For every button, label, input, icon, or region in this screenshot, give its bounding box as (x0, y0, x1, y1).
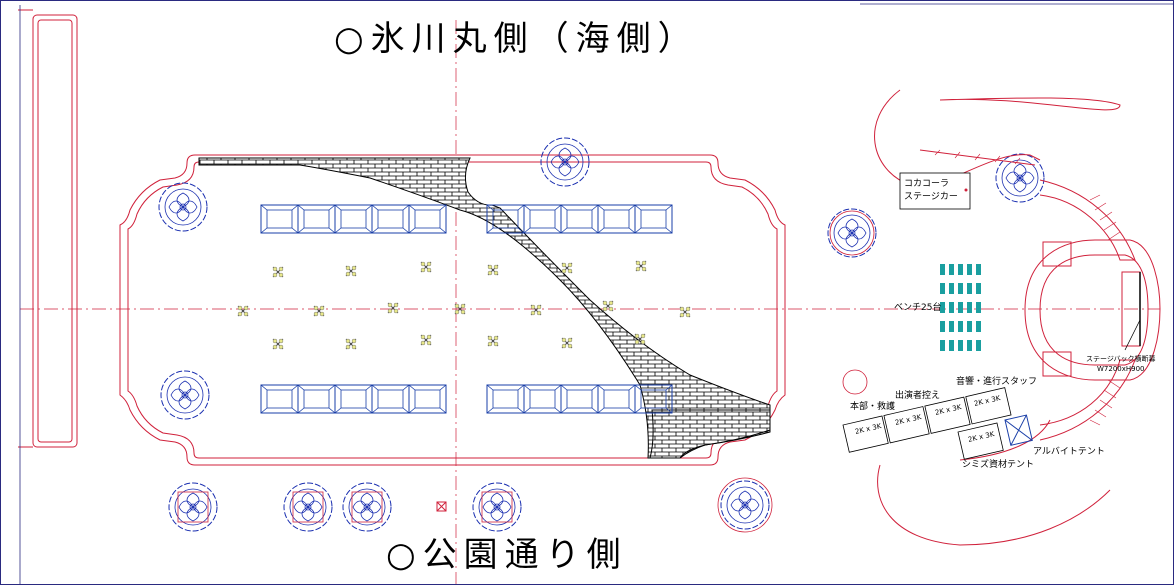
title-sea-side: ○氷川丸側（海側） (334, 19, 699, 59)
label-bench: ベンチ25台 (894, 303, 942, 313)
label-shimizu-tent: シミズ資材テント (962, 460, 1035, 470)
tent-hq-2 (883, 406, 930, 444)
label-hq-rescue: 本部・救護 (850, 402, 896, 412)
stage-car-point (964, 188, 968, 192)
tree-pits (177, 210, 875, 533)
bench-group (940, 264, 981, 351)
label-performer-wait: 出演者控え (895, 391, 941, 401)
stage-steps (934, 149, 1121, 426)
stage-area (874, 89, 1161, 546)
backdrop-arrow (1124, 319, 1141, 351)
tent-group (842, 387, 1012, 453)
part-time-tent-shape (1004, 414, 1033, 446)
label-part-time-tent: アルバイトテント (1033, 447, 1105, 457)
tent-hq-1 (842, 415, 889, 453)
plaza-outline (119, 154, 786, 466)
label-cocacola-2: ステージカー (904, 192, 958, 202)
brick-paved-lower (649, 409, 771, 459)
label-backdrop-2: W7200xH900 (1097, 365, 1145, 373)
label-sound-staff: 音響・進行スタッフ (956, 377, 1038, 387)
label-cocacola-1: コカコーラ (904, 179, 950, 189)
tent-performer (924, 396, 971, 434)
tent-shimizu-shape (957, 422, 1004, 460)
sheet-borders (19, 3, 1174, 585)
marker-box (436, 501, 447, 512)
booth-row-top-left (260, 204, 447, 234)
label-backdrop-1: ステージバック横断幕 (1086, 355, 1156, 363)
stage-car-box (899, 172, 971, 210)
left-edge-structure (18, 9, 78, 448)
tent-sound (965, 387, 1012, 425)
title-park-street-side: ○公園通り側 (386, 535, 628, 575)
booth-row-bottom-left (260, 384, 447, 414)
